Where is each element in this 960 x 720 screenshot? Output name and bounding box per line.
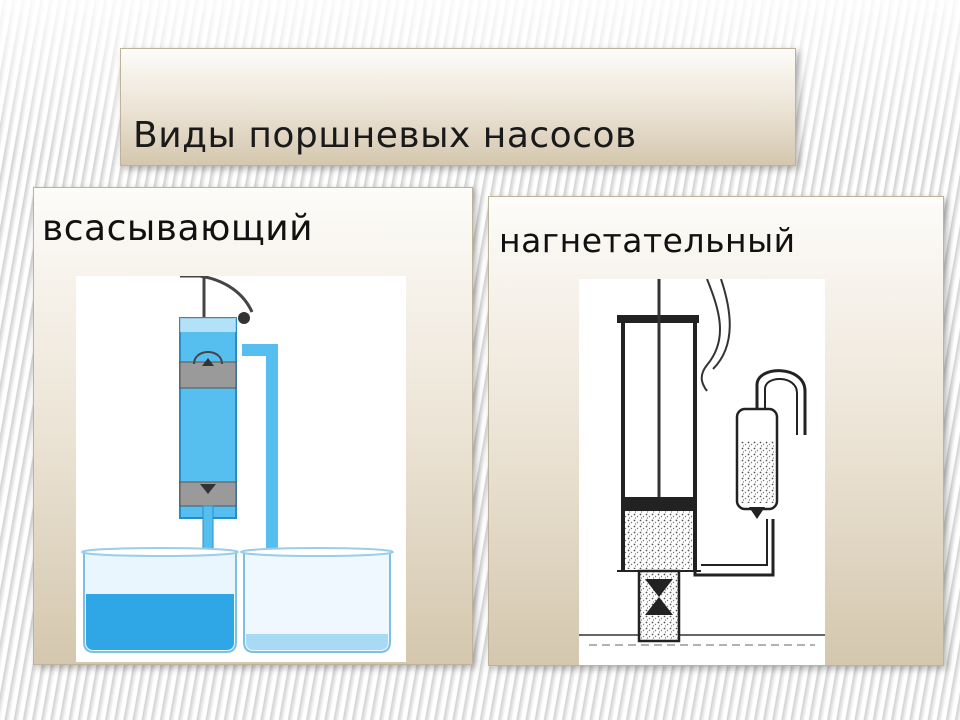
source-vessel-rim xyxy=(81,547,239,557)
suction-pump-diagram xyxy=(81,276,394,653)
pump-handle-lever xyxy=(180,276,254,313)
cylinder-rim xyxy=(180,318,236,332)
slide-title: Виды поршневых насосов xyxy=(133,115,637,156)
lower-valve xyxy=(200,484,216,494)
panel-label-force: нагнетательный xyxy=(499,221,796,260)
chamber-valve xyxy=(749,507,765,519)
force-pump-diagram xyxy=(579,279,825,646)
piston-valve xyxy=(202,358,214,366)
suction-pump-illustration xyxy=(76,276,406,662)
source-water xyxy=(86,594,234,650)
receiving-water xyxy=(246,634,388,650)
handle-pivot xyxy=(238,312,250,324)
pump-handle-edge xyxy=(712,279,731,370)
air-chamber-liquid xyxy=(740,441,774,503)
panel-force-pump: нагнетательный xyxy=(488,196,944,666)
panel-suction-pump: всасывающий xyxy=(33,187,473,665)
outlet-channel-inner xyxy=(701,519,768,566)
delivery-tube-inner xyxy=(764,378,798,435)
pump-handle xyxy=(700,279,721,392)
force-pump-illustration xyxy=(579,279,825,665)
delivery-tube xyxy=(755,369,807,435)
inlet-valve xyxy=(645,579,673,597)
piston-valve-arc xyxy=(193,351,223,365)
inlet-valve-lower xyxy=(645,597,673,615)
outlet-channel xyxy=(693,519,775,577)
title-box: Виды поршневых насосов xyxy=(120,48,796,166)
panel-label-suction: всасывающий xyxy=(42,208,314,249)
receiving-vessel xyxy=(243,552,391,653)
piston xyxy=(179,361,237,389)
cylinder-liquid xyxy=(625,511,693,569)
piston xyxy=(625,497,693,511)
receiving-vessel-rim xyxy=(240,547,394,557)
